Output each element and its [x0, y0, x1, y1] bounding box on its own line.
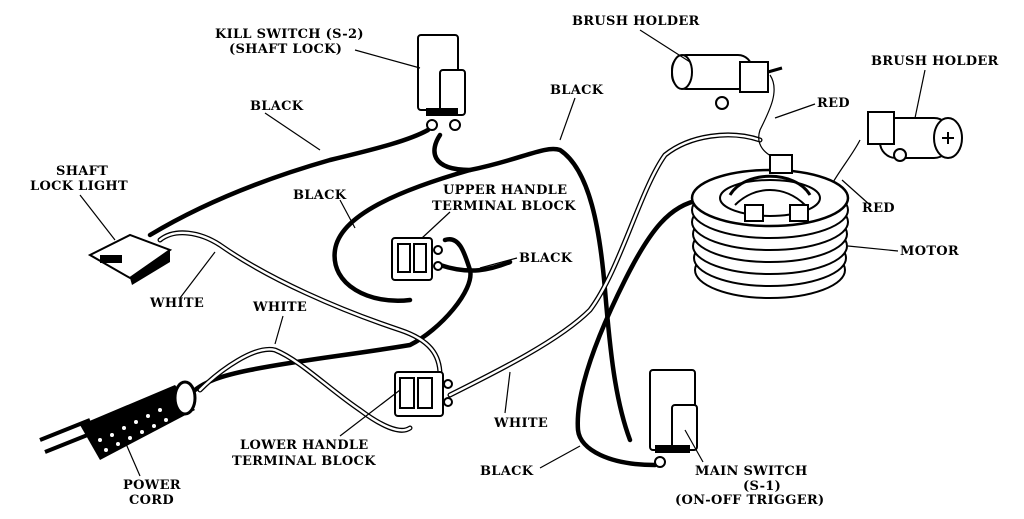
motor	[690, 154, 850, 299]
wire-red-top	[758, 74, 781, 161]
label-red-right: RED	[862, 201, 895, 216]
label-motor: MOTOR	[900, 244, 959, 259]
label-main-switch-line3: (ON-OFF TRIGGER)	[675, 493, 825, 508]
wire-black-upper-loop	[332, 167, 473, 303]
label-power-cord-line2: CORD	[129, 493, 174, 508]
label-shaft-lock-light-line1: SHAFT	[56, 164, 108, 179]
label-lower-handle-line2: TERMINAL BLOCK	[232, 454, 376, 469]
label-brush-holder-right: BRUSH HOLDER	[871, 54, 999, 69]
label-lower-handle-line1: LOWER HANDLE	[240, 438, 368, 453]
kill-switch	[417, 34, 466, 131]
shaft-lock-light	[87, 233, 173, 285]
brush-holder-top	[671, 54, 783, 110]
label-main-switch-line2: (S-1)	[743, 479, 781, 494]
label-power-cord-line1: POWER	[123, 478, 181, 493]
lower-handle-terminal-block	[394, 371, 453, 417]
label-kill-switch-line2: (SHAFT LOCK)	[229, 42, 342, 57]
label-white-mid: WHITE	[252, 300, 307, 315]
label-black-top: BLACK	[550, 83, 604, 98]
wire-black-kill-to-upper	[432, 132, 633, 443]
label-kill-switch-line1: KILL SWITCH (S-2)	[215, 27, 364, 42]
label-upper-handle-line2: TERMINAL BLOCK	[432, 199, 576, 214]
label-main-switch-line1: MAIN SWITCH	[695, 464, 808, 479]
label-white-left: WHITE	[149, 296, 204, 311]
wire-black-upper-right	[437, 259, 513, 273]
label-upper-handle-line1: UPPER HANDLE	[443, 183, 567, 198]
wires	[147, 127, 763, 468]
leader-lines	[79, 29, 926, 477]
upper-handle-terminal-block	[391, 237, 443, 281]
power-cord	[39, 380, 197, 460]
wire-black-light-to-kill	[147, 127, 431, 238]
wire-black-main-to-motor	[575, 197, 703, 468]
label-brush-holder-top: BRUSH HOLDER	[572, 14, 700, 29]
label-shaft-lock-light-line2: LOCK LIGHT	[30, 179, 128, 194]
main-switch	[649, 369, 698, 468]
label-black-kill-left: BLACK	[250, 99, 304, 114]
brush-holder-right	[867, 111, 963, 162]
label-white-bottom: WHITE	[493, 416, 548, 431]
label-black-upper-right: BLACK	[519, 251, 573, 266]
label-red-top: RED	[817, 96, 850, 111]
label-black-mid: BLACK	[293, 188, 347, 203]
labels: KILL SWITCH (S-2) (SHAFT LOCK) BRUSH HOL…	[30, 14, 999, 508]
wire-black-upper-to-lower	[192, 237, 473, 393]
label-black-bottom: BLACK	[480, 464, 534, 479]
